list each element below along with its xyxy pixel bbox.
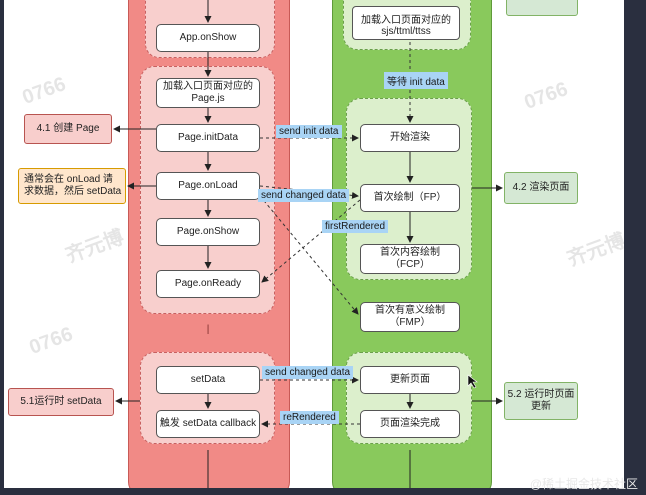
- edge-label-send-init: send init data: [276, 125, 342, 138]
- create-page-box: 4.1 创建 Page: [24, 114, 112, 144]
- page-initdata-node: Page.initData: [156, 124, 260, 152]
- load-page-js-node: 加载入口页面对应的 Page.js: [156, 78, 260, 108]
- edge-label-send-changed-2: send changed data: [262, 366, 354, 379]
- update-page-node: 更新页面: [360, 366, 460, 394]
- fmp-node: 首次有意义绘制 （FMP）: [360, 302, 460, 332]
- app-onshow-node: App.onShow: [156, 24, 260, 52]
- footer-watermark: @稀土掘金技术社区: [529, 477, 638, 491]
- fcp-node: 首次内容绘制 （FCP）: [360, 244, 460, 274]
- edge-onload-to-fmp: [259, 195, 359, 315]
- page-onready-node: Page.onReady: [156, 270, 260, 298]
- edge-label-re-rendered: reRendered: [280, 411, 339, 424]
- onload-note-box: 通常会在 onLoad 请 求数据，然后 setData: [18, 168, 126, 204]
- page-onload-node: Page.onLoad: [156, 172, 260, 200]
- top-right-partial-box: [506, 0, 578, 16]
- setdata-callback-node: 触发 setData callback: [156, 410, 260, 438]
- load-files-node: [352, 6, 460, 40]
- edge-label-first-rendered: firstRendered: [322, 220, 389, 233]
- lane-divider: |: [206, 324, 210, 335]
- diagram-canvas: 0766 0766 齐元博 齐元博 0766 0766 加载入口页面对应的 sj…: [4, 0, 624, 488]
- render-done-node: 页面渲染完成: [360, 410, 460, 438]
- page-onshow-node: Page.onShow: [156, 218, 260, 246]
- load-files-text: 加载入口页面对应的 sjs/ttml/ttss: [361, 15, 451, 37]
- edge-label-send-changed-1: send changed data: [258, 189, 350, 202]
- edge-label-wait-init: 等待 init data: [384, 72, 448, 89]
- render-page-box: 4.2 渲染页面: [504, 172, 578, 204]
- runtime-setdata-box: 5.1运行时 setData: [8, 388, 114, 416]
- mouse-cursor-icon: [467, 374, 478, 389]
- setdata-node: setData: [156, 366, 260, 394]
- runtime-update-box: 5.2 运行时页面 更新: [504, 382, 578, 420]
- fp-node: 首次绘制（FP）: [360, 184, 460, 212]
- start-render-node: 开始渲染: [360, 124, 460, 152]
